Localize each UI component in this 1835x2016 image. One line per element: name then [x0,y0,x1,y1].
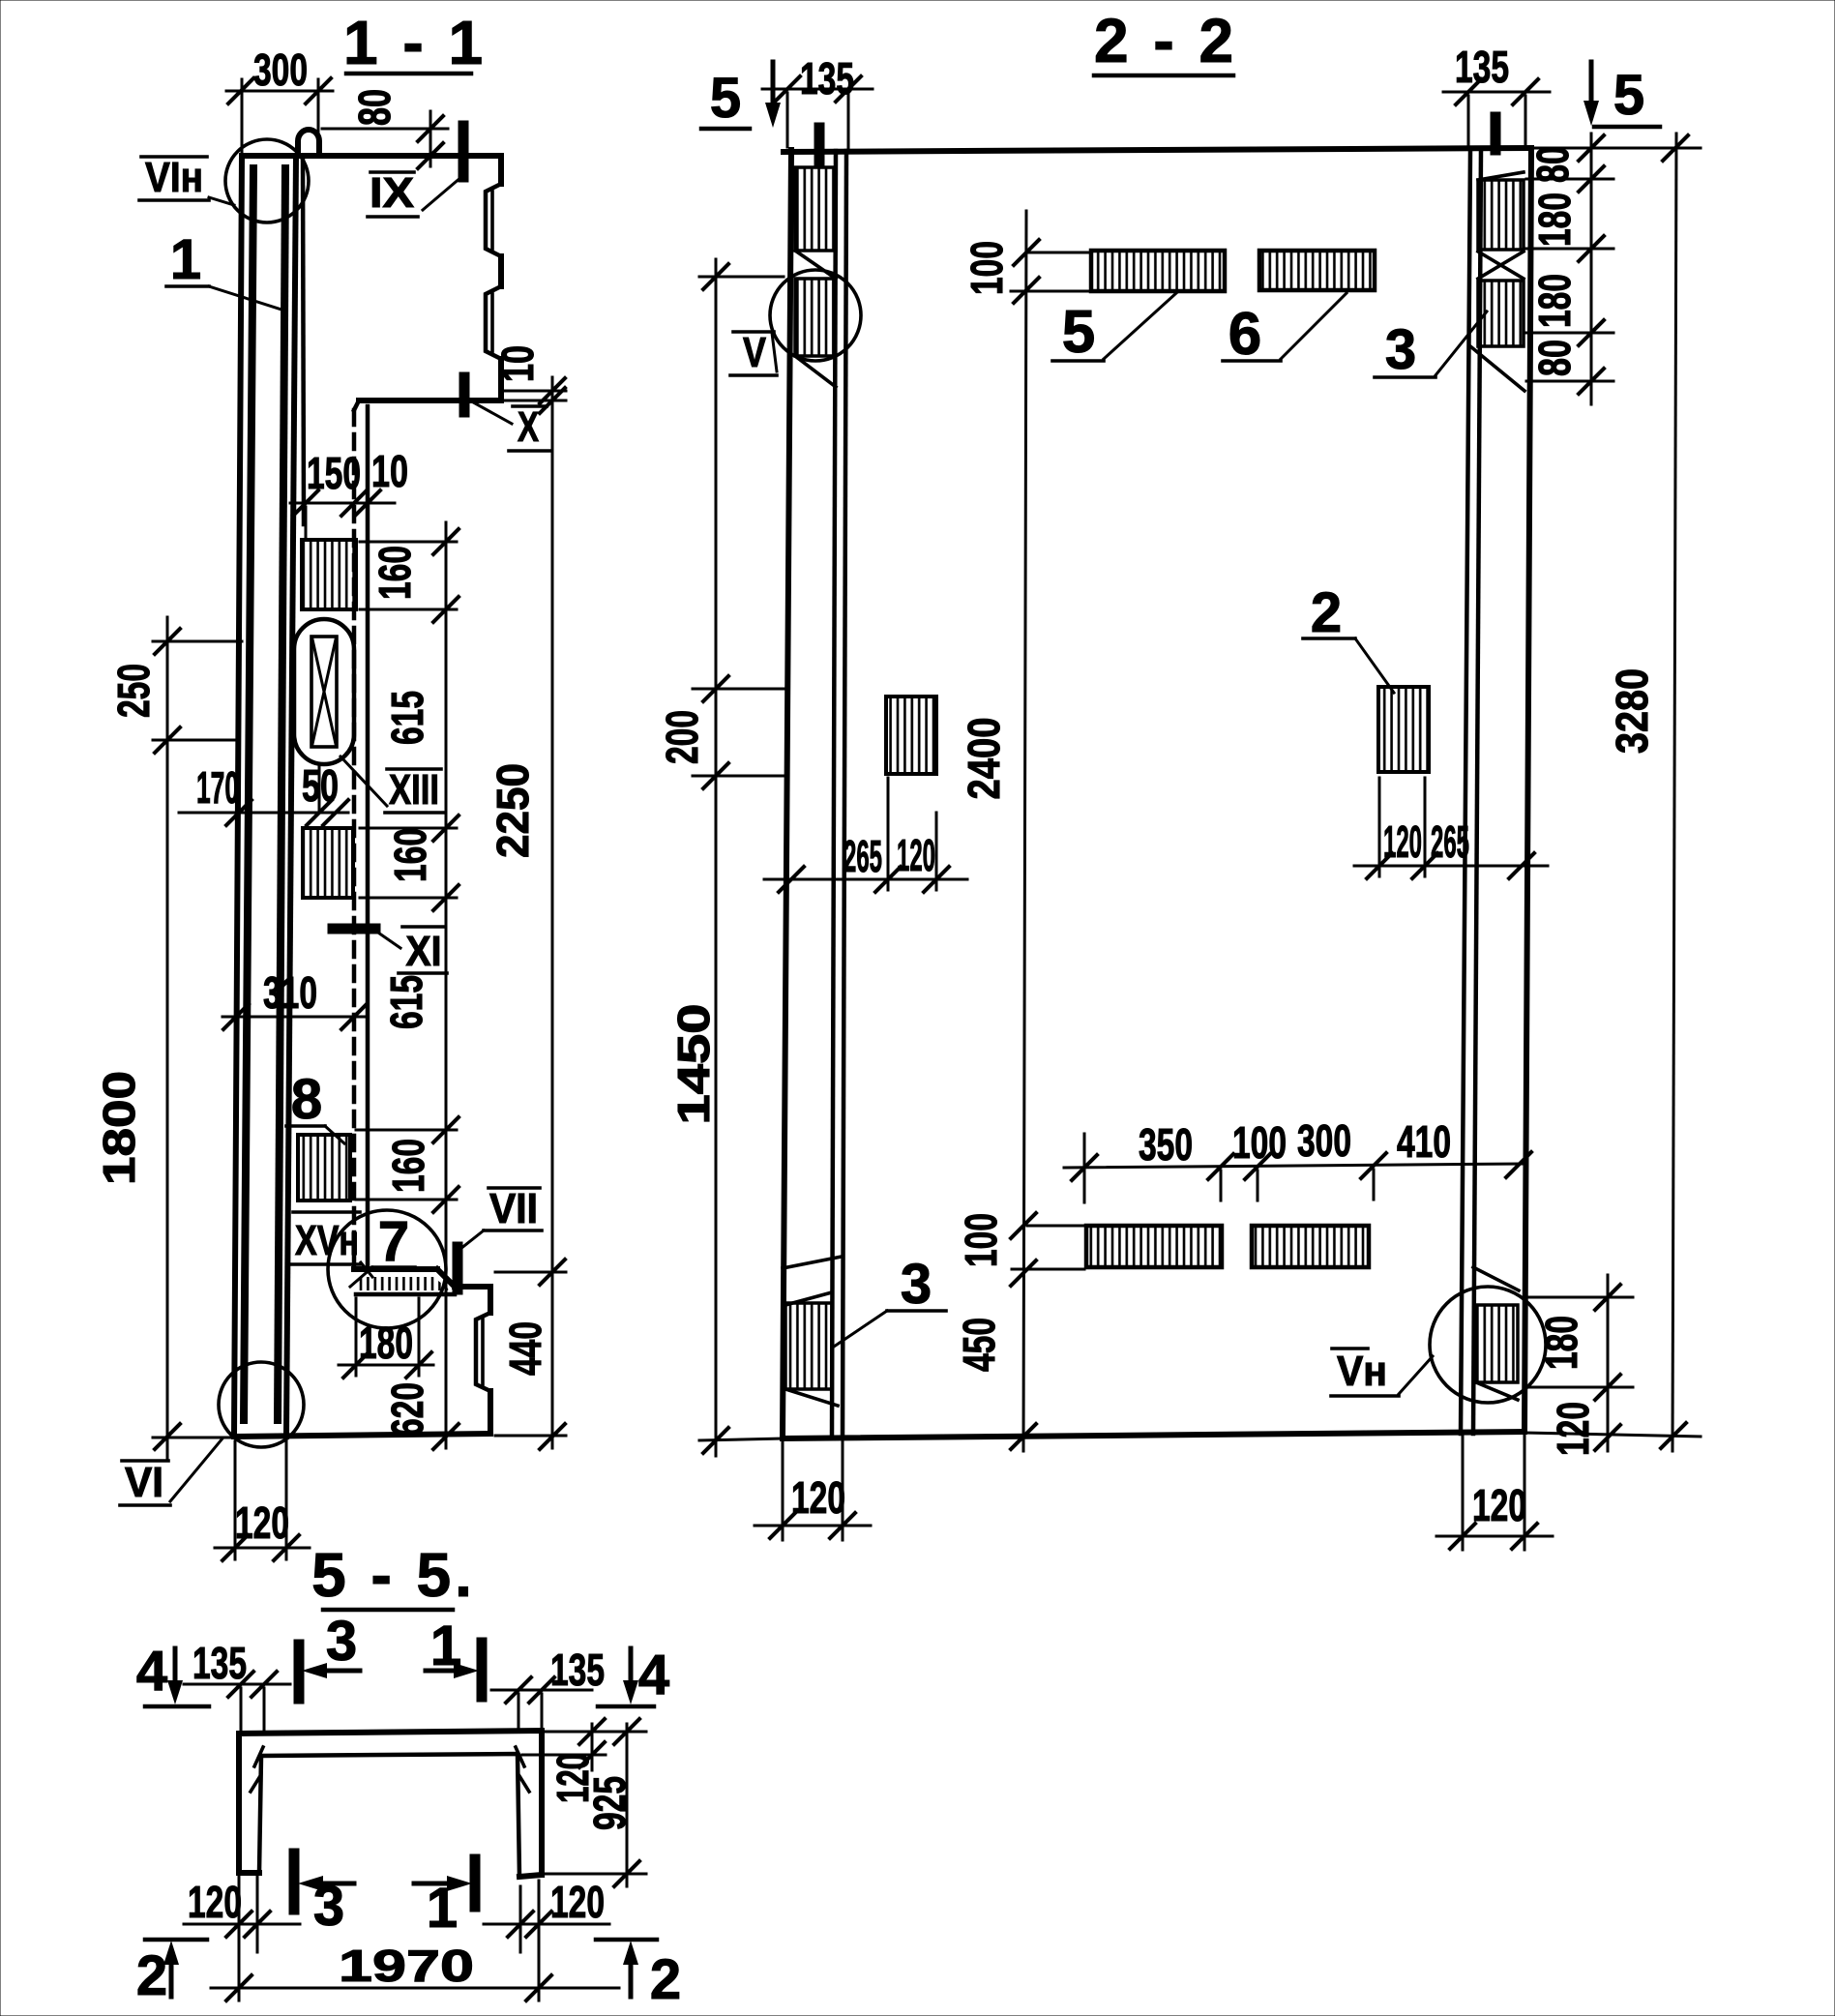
svg-text:5: 5 [1062,299,1095,366]
svg-text:5 - 5.: 5 - 5. [311,1540,476,1610]
svg-text:50: 50 [302,760,339,811]
svg-text:7: 7 [378,1210,409,1273]
svg-text:265: 265 [1431,816,1469,867]
svg-text:120: 120 [791,1472,845,1523]
svg-text:VI: VI [125,1459,163,1506]
svg-text:135: 135 [800,53,854,104]
svg-text:135: 135 [550,1645,605,1695]
svg-text:1: 1 [427,1877,458,1940]
svg-text:120: 120 [1383,816,1422,867]
svg-text:180: 180 [1529,193,1580,247]
svg-text:180: 180 [359,1318,413,1368]
svg-text:170: 170 [196,762,239,813]
svg-text:1970: 1970 [339,1941,474,1991]
svg-text:410: 410 [1397,1116,1451,1167]
svg-text:615: 615 [382,691,432,745]
svg-text:135: 135 [192,1638,247,1688]
svg-text:440: 440 [500,1321,550,1376]
svg-text:X: X [518,403,539,451]
svg-text:350: 350 [1139,1119,1193,1170]
svg-text:300: 300 [1297,1115,1351,1166]
svg-text:3280: 3280 [1607,668,1657,754]
svg-text:VII: VII [489,1185,538,1232]
svg-text:10: 10 [492,345,543,382]
svg-text:80: 80 [1527,146,1578,183]
svg-text:8: 8 [291,1068,322,1131]
svg-text:10: 10 [371,446,408,496]
svg-text:150: 150 [307,448,361,498]
svg-text:3: 3 [313,1875,344,1938]
svg-text:5: 5 [1613,64,1644,127]
svg-text:450: 450 [954,1318,1004,1372]
svg-text:VIн: VIн [145,154,203,201]
svg-text:XIII: XIII [389,766,439,814]
svg-text:265: 265 [844,831,882,881]
svg-text:120: 120 [1548,1402,1598,1456]
svg-text:135: 135 [1455,42,1509,92]
svg-text:2: 2 [650,1948,681,2011]
svg-text:6: 6 [1228,301,1261,368]
svg-text:80: 80 [349,89,400,126]
svg-text:2250: 2250 [488,763,538,858]
svg-text:120: 120 [548,1753,598,1803]
svg-text:1 - 1: 1 - 1 [343,8,487,77]
svg-text:925: 925 [584,1776,635,1830]
svg-text:XI: XI [406,928,442,975]
svg-text:IX: IX [370,169,414,217]
svg-text:V: V [743,329,767,376]
svg-text:2: 2 [136,1944,167,2007]
svg-text:4: 4 [638,1644,669,1706]
svg-text:160: 160 [385,828,435,882]
svg-text:620: 620 [382,1382,432,1437]
svg-text:5: 5 [710,67,741,130]
svg-text:100: 100 [1232,1117,1287,1168]
svg-text:200: 200 [657,710,707,764]
svg-text:XVн: XVн [295,1217,359,1264]
svg-text:310: 310 [263,967,317,1018]
svg-text:100: 100 [956,1213,1006,1267]
svg-text:2400: 2400 [959,718,1009,800]
svg-text:100: 100 [962,241,1012,295]
svg-text:3: 3 [1385,318,1416,381]
svg-text:120: 120 [897,830,935,880]
svg-text:120: 120 [1472,1480,1526,1530]
svg-text:1800: 1800 [94,1071,144,1185]
svg-text:2 - 2: 2 - 2 [1094,6,1237,75]
svg-text:80: 80 [1529,340,1580,376]
svg-text:4: 4 [136,1640,167,1703]
svg-text:3: 3 [326,1610,357,1673]
svg-text:120: 120 [188,1877,242,1927]
svg-text:160: 160 [370,546,420,600]
svg-text:3: 3 [901,1253,932,1316]
svg-text:Vн: Vн [1337,1348,1387,1395]
svg-text:250: 250 [108,664,159,718]
svg-text:1: 1 [170,228,201,291]
svg-text:180: 180 [1536,1316,1586,1370]
svg-text:300: 300 [253,44,308,95]
svg-text:615: 615 [381,975,431,1029]
svg-text:2: 2 [1311,581,1342,644]
svg-text:180: 180 [1529,274,1580,328]
svg-text:160: 160 [383,1139,433,1193]
svg-text:120: 120 [235,1497,289,1548]
svg-text:1: 1 [430,1615,461,1677]
svg-text:1450: 1450 [668,1004,719,1125]
svg-text:120: 120 [550,1877,605,1927]
